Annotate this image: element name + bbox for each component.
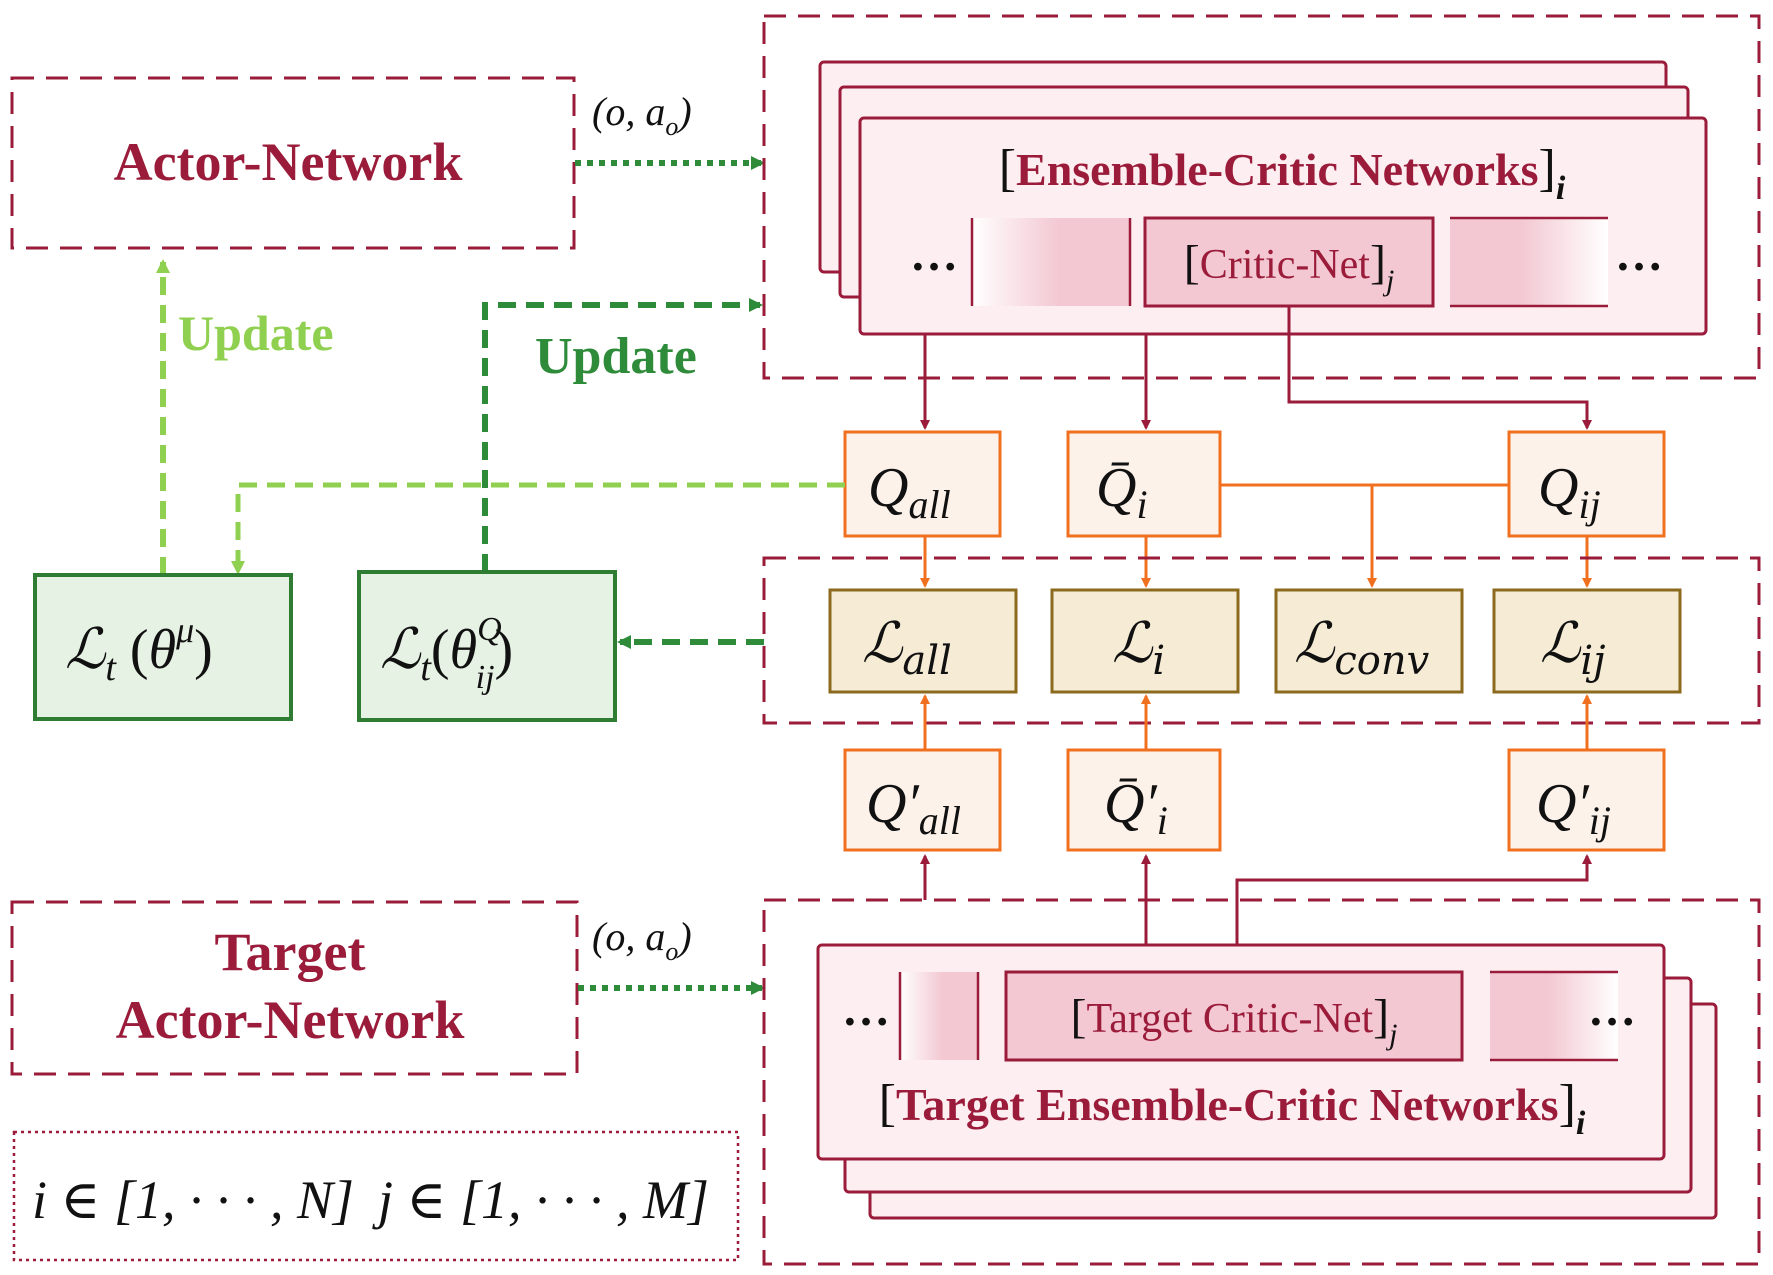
critic-net-box [1143,216,1435,308]
svg-text:ℒconv: ℒconv [1294,611,1430,684]
critic-net-label: [Critic-Net]j [1184,236,1395,297]
update-critic-label: Update [535,328,697,385]
svg-text:ℒij: ℒij [1540,611,1606,684]
ensemble-ellipsis-right: … [1615,228,1663,281]
target-critic-faded-right [1488,970,1620,1062]
svg-text:Q′ij: Q′ij [1536,773,1611,843]
target-actor-title-line2: Actor-Network [116,990,465,1050]
q-prime-box-ij: Q′ij [1507,748,1666,852]
svg-text:ℒi: ℒi [1112,611,1165,684]
update-actor-label: Update [178,305,334,361]
target-ellipsis-right: … [1588,983,1636,1036]
svg-text:Q̄i: Q̄i [1096,457,1148,527]
q-prime-box-bar-i: Q̄′i [1066,748,1222,852]
ensemble-ellipsis-left: … [910,228,958,281]
loss-box-conv: ℒconv [1274,588,1464,694]
q-box-ij: Qij [1507,430,1666,538]
actor-io-label: (o, ao) [592,89,692,141]
svg-text:(o, ao): (o, ao) [592,914,692,966]
target-critic-faded-left [898,970,980,1062]
target-ensemble-title: [Target Ensemble-Critic Networks]i [879,1075,1586,1142]
arrow-target-critic-to-qprime-ij [1235,854,1592,972]
q-prime-box-all: Q′all [843,748,1002,852]
svg-text:Q̄′i: Q̄′i [1104,773,1168,843]
actor-network-title: Actor-Network [114,132,463,192]
arrow-qall-to-actor-loss [231,482,845,575]
svg-text:(o, ao): (o, ao) [592,89,692,141]
loss-box-i: ℒi [1050,588,1240,694]
ensemble-critic-title: [Ensemble-Critic Networks]i [999,140,1566,207]
loss-group [762,556,1761,725]
target-ensemble-group: … [Target Critic-Net]j … [Target Ensembl… [762,898,1761,1266]
critic-net-faded-right [1448,216,1610,308]
target-critic-net-box [1004,970,1464,1062]
actor-network-block: Actor-Network [10,76,576,250]
critic-net-faded-left [970,216,1132,308]
index-legend: i ∈ [1, · · · , N] j ∈ [1, · · · , M] [12,1130,740,1262]
svg-text:Qij: Qij [1538,457,1601,527]
legend-i-range: i ∈ [1, · · · , N] [32,1170,354,1230]
svg-text:Qall: Qall [868,457,951,527]
target-critic-net-label: [Target Critic-Net]j [1071,990,1398,1051]
target-actor-io-label: (o, ao) [592,914,692,966]
q-box-bar-i: Q̄i [1066,430,1222,538]
arrow-criticnet-to-qij [1287,306,1592,430]
svg-text:ℒt(μθμ): ℒt(μθμ) [65,610,213,689]
svg-text:Q′all: Q′all [866,773,961,843]
svg-text:ℒall: ℒall [862,611,952,684]
loss-box-ij: ℒij [1492,588,1682,694]
update-actor-arrow: Update [156,259,334,575]
ensemble-critic-group: [Ensemble-Critic Networks]i … [Critic-Ne… [762,14,1761,380]
q-box-all: Qall [843,430,1002,538]
target-actor-title-line1: Target [215,922,366,982]
loss-box-all: ℒall [828,588,1018,694]
actor-loss-box: ℒt(μθμ) [33,573,293,721]
update-critic-arrow: Update [482,298,763,572]
target-actor-block: Target Actor-Network [10,900,579,1076]
target-ellipsis-left: … [842,983,890,1036]
legend-j-range: j ∈ [1, · · · , M] [372,1170,709,1230]
